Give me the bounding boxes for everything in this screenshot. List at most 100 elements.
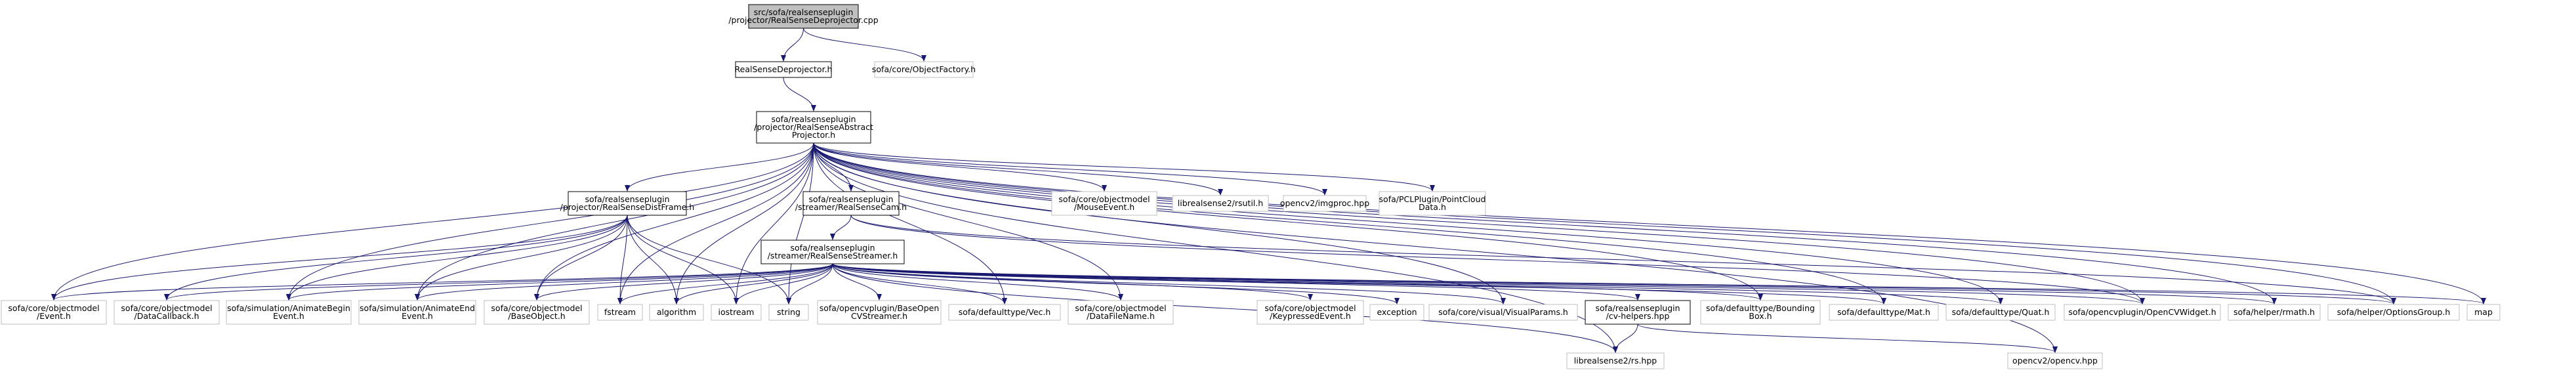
node-label: sofa/simulation/AnimateEnd [360, 303, 475, 313]
node-label: sofa/realsenseplugin [585, 194, 669, 204]
node-box-objfactory [874, 61, 974, 78]
edge-root-to-objfactory [803, 28, 926, 62]
node-mat: sofa/defaulttype/Mat.h [1829, 304, 1939, 321]
node-label: sofa/core/objectmodel [8, 303, 99, 313]
node-box-bbox [1700, 300, 1821, 325]
edge-absproj-to-rmath [813, 142, 2277, 304]
node-box-map [2466, 304, 2501, 321]
node-box-rmath [2228, 304, 2321, 321]
node-label: sofa/defaulttype/Vec.h [959, 307, 1051, 317]
node-rsutil: librealsense2/rsutil.h [1172, 195, 1269, 212]
node-label: opencv2/imgproc.hpp [1280, 198, 1369, 208]
edge-absproj-to-algorithm [674, 142, 814, 304]
node-box-streamer [760, 240, 905, 264]
node-streamer[interactable]: sofa/realsenseplugin/streamer/RealSenseS… [760, 240, 905, 264]
node-label: sofa/defaulttype/Quat.h [1952, 307, 2050, 317]
node-label: librealsense2/rsutil.h [1178, 198, 1263, 208]
node-imgproc: opencv2/imgproc.hpp [1280, 195, 1369, 212]
node-box-cvhelpers [1585, 300, 1691, 325]
node-box-fstream [597, 304, 643, 321]
node-label: sofa/core/objectmodel [1058, 194, 1150, 204]
edge-streamer-to-quat [832, 263, 2003, 304]
node-cam[interactable]: sofa/realsenseplugin/streamer/RealSenseC… [795, 191, 907, 216]
node-iostream: iostream [711, 304, 762, 321]
node-label: exception [1377, 307, 1417, 317]
node-box-exception [1369, 304, 1424, 321]
node-label: sofa/realsenseplugin [808, 194, 893, 204]
node-box-datafile [1068, 300, 1174, 325]
edge-absproj-to-mat [813, 142, 1886, 304]
node-distframe[interactable]: sofa/realsenseplugin/projector/RealSense… [560, 191, 695, 216]
node-label: string [777, 307, 800, 317]
edge-streamer-to-mat [832, 263, 1886, 304]
node-box-rshpp [1566, 352, 1665, 369]
node-label: map [2474, 307, 2493, 317]
edge-streamer-to-rshpp [832, 263, 1618, 353]
edge-absproj-to-map [813, 142, 2486, 304]
edge-distframe-to-baseobj [534, 215, 628, 301]
edge-distframe-to-fstream [617, 215, 628, 304]
edge-absproj-to-opencvhpp [813, 142, 2058, 353]
node-label: RealSenseDeprojector.h [735, 64, 833, 74]
edge-absproj-to-animend [415, 142, 814, 301]
node-deproj_h[interactable]: RealSenseDeprojector.h [735, 61, 833, 78]
edge-distframe-to-iostream [627, 215, 739, 304]
edge-absproj-to-event [51, 142, 814, 301]
node-fstream: fstream [597, 304, 643, 321]
node-box-pcl [1379, 191, 1486, 216]
node-label: sofa/opencvplugin/OpenCVWidget.h [2068, 307, 2216, 317]
node-box-cam [802, 191, 900, 216]
edge-absproj-to-quat [813, 142, 2003, 304]
edge-streamer-to-string [786, 263, 833, 304]
node-map: map [2466, 304, 2501, 321]
edge-streamer-to-animbegin [286, 263, 833, 301]
node-label: sofa/defaulttype/Mat.h [1837, 307, 1930, 317]
node-rmath: sofa/helper/rmath.h [2228, 304, 2321, 321]
node-label: Data.h [1419, 202, 1446, 212]
node-label: Event.h [273, 311, 304, 321]
node-box-keypress [1257, 300, 1364, 325]
node-box-root [748, 4, 859, 29]
node-box-deproj_h [735, 61, 832, 78]
edge-absproj-to-vec [813, 142, 1007, 304]
node-label: /KeypressedEvent.h [1270, 311, 1351, 321]
edge-distframe-to-datacb [164, 215, 628, 301]
node-label: sofa/opencvplugin/BaseOpen [820, 303, 940, 313]
edge-streamer-to-exception [832, 263, 1400, 304]
edge-absproj-to-cvwidget [813, 142, 2145, 304]
node-label: /streamer/RealSenseCam.h [795, 202, 907, 212]
node-label: iostream [718, 307, 755, 317]
edge-streamer-to-animend [415, 263, 833, 301]
node-box-vec [948, 304, 1061, 321]
node-label: Event.h [402, 311, 433, 321]
node-cvhelpers[interactable]: sofa/realsenseplugin/cv-helpers.hpp [1585, 300, 1691, 325]
node-algorithm: algorithm [649, 304, 704, 321]
edge-distframe-to-animend [415, 215, 628, 301]
edge-absproj-to-mouse [813, 142, 1107, 192]
node-label: sofa/helper/OptionsGroup.h [2337, 307, 2451, 317]
edge-cvhelpers-to-rshpp [1613, 324, 1638, 353]
node-box-baseopencv [817, 300, 942, 325]
node-absproj[interactable]: sofa/realsenseplugin/projector/RealSense… [754, 111, 873, 144]
edge-streamer-to-algorithm [674, 263, 833, 304]
node-box-animend [358, 300, 476, 325]
edge-streamer-to-map [832, 263, 2486, 304]
edge-streamer-to-cvwidget [832, 263, 2145, 304]
node-label: Projector.h [792, 130, 835, 140]
node-box-imgproc [1283, 195, 1367, 212]
edge-absproj-to-pcl [813, 142, 1435, 192]
node-box-mat [1829, 304, 1939, 321]
node-box-absproj [756, 111, 871, 144]
node-box-animbegin [226, 300, 352, 325]
node-root[interactable]: src/sofa/realsenseplugin/projector/RealS… [728, 4, 879, 29]
edge-streamer-to-visparams [832, 263, 1506, 304]
node-label: /projector/RealSenseDistFrame.h [560, 202, 695, 212]
edge-distframe-to-animbegin [286, 215, 628, 301]
node-label: /projector/RealSenseDeprojector.cpp [728, 15, 878, 25]
edge-cam-to-streamer [830, 215, 852, 240]
